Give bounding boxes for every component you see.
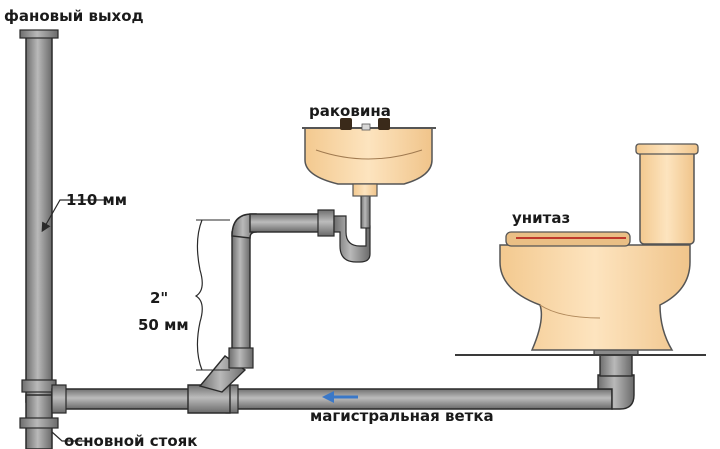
pipe-110-label: 110 мм (66, 191, 127, 209)
toilet-label: унитаз (512, 209, 570, 227)
main-riser-label: основной стояк (64, 432, 197, 449)
main-branch-label: магистральная ветка (310, 407, 494, 425)
sink-branch-pipe (228, 194, 371, 369)
main-riser-pipe (19, 29, 59, 449)
dimension-bracket (194, 219, 230, 371)
sink-label: раковина (309, 102, 391, 120)
riser-leader (51, 431, 92, 442)
toilet-fixture (499, 143, 699, 351)
pipe-110-leader (41, 199, 104, 233)
vent-outlet-label: фановый выход (4, 7, 144, 25)
sink-fixture (302, 118, 436, 197)
size-inch-label: 2" (150, 289, 168, 307)
size-mm-label: 50 мм (138, 316, 189, 334)
flow-arrow (322, 391, 358, 403)
